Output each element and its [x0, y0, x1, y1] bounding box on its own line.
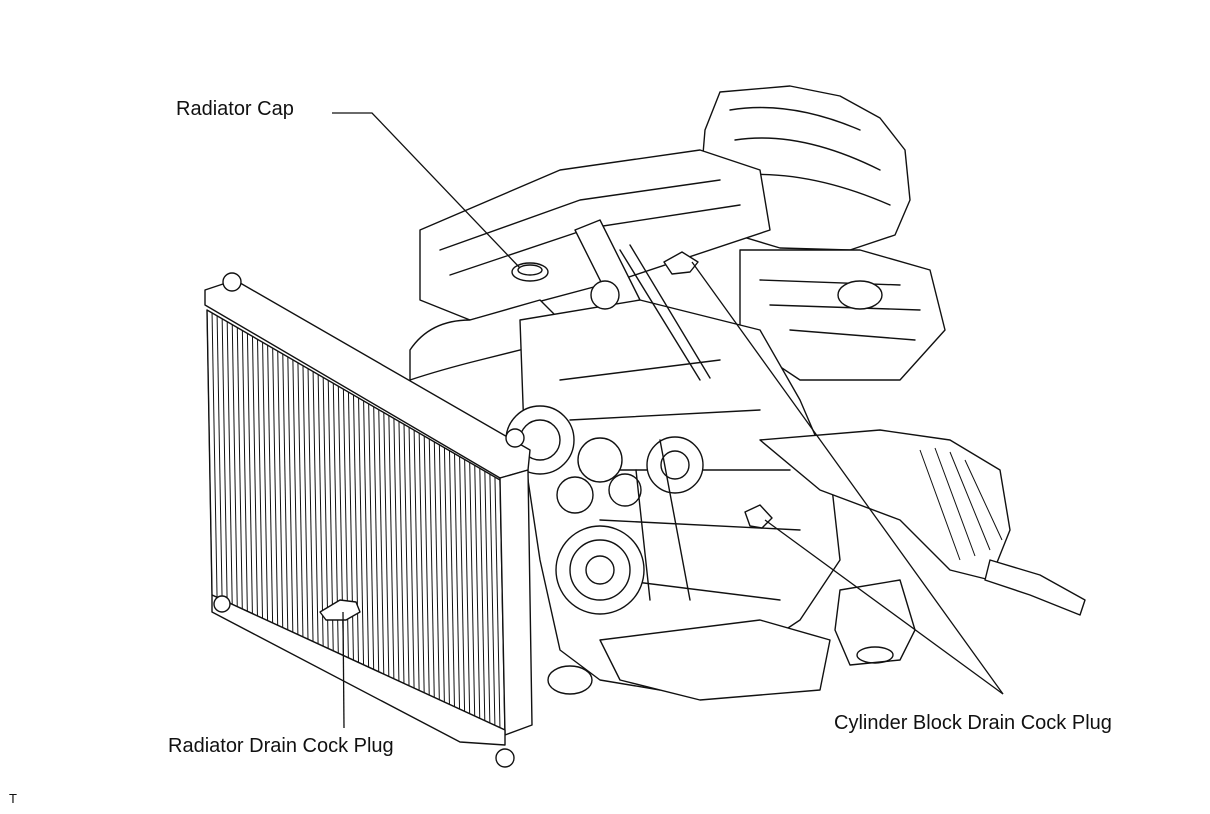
radiator-fin: [368, 403, 375, 670]
radiator-fin: [464, 459, 471, 714]
radiator-fin: [489, 474, 496, 726]
radiator-fin: [211, 312, 218, 598]
radiator-fin: [454, 453, 461, 710]
cylinder-block-drain-cock-plug-label: Cylinder Block Drain Cock Plug: [834, 712, 1112, 734]
radiator-fin: [423, 436, 430, 696]
radiator-fin: [272, 348, 279, 626]
radiator-cap-label: Radiator Cap: [176, 98, 294, 120]
radiator-fin: [443, 447, 450, 705]
radiator-fin: [257, 339, 264, 619]
figure-code: T: [9, 791, 17, 806]
radiator-fin: [312, 371, 319, 644]
radiator-fin: [358, 397, 365, 665]
radiator-fin: [307, 368, 314, 642]
radiator-fin: [459, 456, 466, 712]
radiator-fin: [378, 409, 385, 675]
radiator-fin: [231, 324, 238, 607]
radiator-fin: [398, 421, 405, 684]
radiator-fin: [317, 374, 324, 647]
radiator-fin: [413, 430, 420, 691]
radiator-fin: [469, 462, 476, 717]
radiator-fin: [448, 450, 455, 707]
radiator-fin: [216, 315, 223, 600]
radiator-fin: [433, 441, 440, 700]
radiator-fin: [221, 318, 228, 602]
radiator-fin: [277, 351, 284, 628]
radiator-fin: [282, 353, 289, 630]
radiator-fin: [292, 359, 299, 635]
radiator: [204, 272, 533, 768]
radiator-fin: [206, 309, 213, 596]
radiator-fin: [297, 362, 304, 637]
radiator-fin: [393, 418, 400, 682]
leader-lines: [332, 112, 1004, 729]
radiator-fin: [383, 412, 390, 677]
radiator-fin: [236, 327, 243, 609]
radiator-fin: [353, 394, 359, 663]
radiator-fin: [226, 321, 233, 605]
radiator-fin: [373, 406, 380, 672]
radiator-fin: [246, 333, 253, 614]
radiator-drain-cock-plug-label: Radiator Drain Cock Plug: [168, 735, 394, 757]
radiator-fin: [418, 433, 425, 693]
radiator-fin: [474, 465, 481, 719]
radiator-fin: [322, 377, 329, 649]
radiator-fin: [251, 336, 258, 616]
engine-assembly: [409, 85, 1086, 701]
radiator-fin: [388, 415, 395, 679]
radiator-fin: [479, 468, 486, 721]
radiator-fin: [363, 400, 370, 668]
radiator-fin: [403, 424, 410, 686]
radiator-fin: [428, 438, 435, 698]
radiator-fin: [241, 330, 248, 612]
radiator-fin: [484, 471, 491, 724]
radiator-fin: [267, 345, 274, 623]
radiator-fin: [287, 356, 294, 633]
radiator-fin: [302, 365, 309, 640]
radiator-fin: [438, 444, 445, 703]
radiator-fin: [408, 427, 415, 689]
radiator-fin: [262, 342, 269, 621]
radiator-fin: [494, 477, 501, 728]
